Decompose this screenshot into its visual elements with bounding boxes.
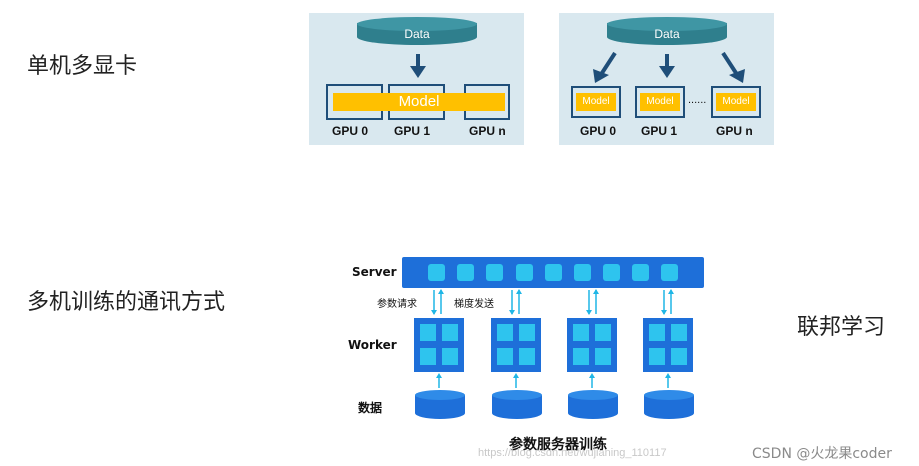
server-node xyxy=(632,264,649,281)
model-block: Model xyxy=(716,93,756,111)
up-arrow-icon xyxy=(513,373,519,388)
gpu-label: GPU 1 xyxy=(641,124,678,138)
server-node xyxy=(486,264,503,281)
worker-label: Worker xyxy=(348,338,397,352)
param-request-label: 参数请求 xyxy=(377,299,417,310)
model-block: Model xyxy=(640,93,680,111)
csdn-watermark: CSDN @火龙果coder xyxy=(752,446,892,462)
down-arrow-icon xyxy=(659,54,675,78)
gpu-label: GPU n xyxy=(716,124,753,138)
data-cylinder-icon xyxy=(492,390,542,419)
gpu-label: GPU 0 xyxy=(332,124,369,138)
gpu-box xyxy=(635,86,685,118)
worker-block xyxy=(491,318,541,372)
worker-block xyxy=(643,318,693,372)
worker-block xyxy=(567,318,617,372)
data-label: Data xyxy=(654,27,680,41)
up-down-arrows-icon xyxy=(509,289,522,315)
model-bar: Model xyxy=(333,93,505,111)
worker-block xyxy=(414,318,464,372)
down-arrow-icon xyxy=(410,54,426,78)
diagram-caption: 参数服务器训练 xyxy=(509,437,607,453)
server-node xyxy=(428,264,445,281)
model-block: Model xyxy=(576,93,616,111)
up-arrow-icon xyxy=(665,373,671,388)
data-cylinder-icon xyxy=(415,390,465,419)
server-node xyxy=(661,264,678,281)
gpu-label: GPU 0 xyxy=(580,124,617,138)
down-right-arrow-icon xyxy=(721,51,745,83)
data-cylinder-icon xyxy=(644,390,694,419)
gpu-label: GPU 1 xyxy=(394,124,431,138)
heading-multi-machine-training: 多机训练的通讯方式 xyxy=(27,290,226,315)
gpu-box xyxy=(571,86,621,118)
heading-federated-learning: 联邦学习 xyxy=(797,315,886,340)
server-node xyxy=(603,264,620,281)
data-label: Data xyxy=(404,27,430,41)
model-parallel-panel: Data Model GPU 0 GPU 1 GPU n xyxy=(309,13,524,145)
up-down-arrows-icon xyxy=(661,289,674,315)
server-node xyxy=(516,264,533,281)
server-bar xyxy=(402,257,704,288)
gradient-send-label: 梯度发送 xyxy=(454,299,494,310)
server-node xyxy=(574,264,591,281)
data-database: Data xyxy=(607,17,727,51)
server-label: Server xyxy=(352,265,397,279)
gpu-box xyxy=(711,86,761,118)
data-database: Data xyxy=(357,17,477,51)
up-down-arrows-icon xyxy=(431,289,444,315)
heading-single-machine-multi-gpu: 单机多显卡 xyxy=(27,54,138,79)
up-down-arrows-icon xyxy=(586,289,599,315)
server-node xyxy=(457,264,474,281)
up-arrow-icon xyxy=(436,373,442,388)
data-cylinder-icon xyxy=(568,390,618,419)
gpu-label: GPU n xyxy=(469,124,506,138)
up-arrow-icon xyxy=(589,373,595,388)
data-label-cn: 数据 xyxy=(358,401,383,415)
down-left-arrow-icon xyxy=(593,51,617,83)
data-parallel-panel: Data Model Model Model ...... GPU 0 GPU … xyxy=(559,13,774,145)
server-node xyxy=(545,264,562,281)
faint-watermark: https://blog.csdn.net/wujianing_110117 xyxy=(478,447,667,459)
ellipsis-dots: ...... xyxy=(688,94,707,106)
